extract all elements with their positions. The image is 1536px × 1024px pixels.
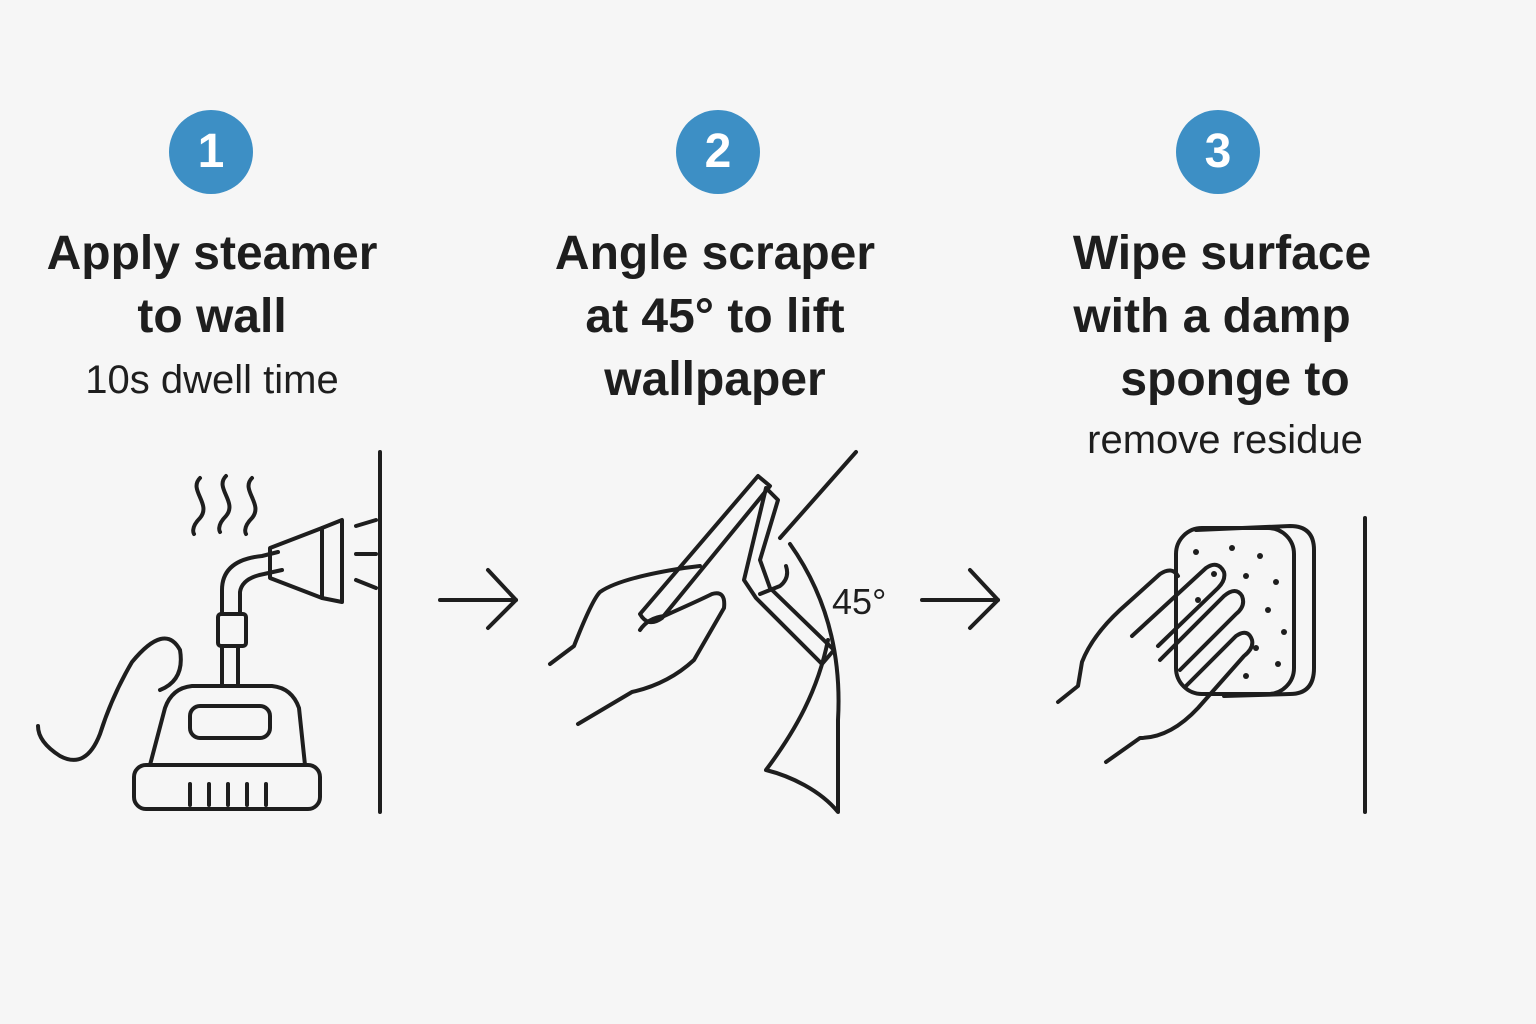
step-3-subtitle: remove residue (1087, 418, 1363, 462)
hose-clamp (216, 612, 248, 648)
steamer-nozzle (268, 526, 324, 600)
step-1-number-badge: 1 (169, 110, 253, 194)
step-3-title: Wipe surface with a damp sponge to (1022, 222, 1422, 411)
peeling-wallpaper (764, 542, 841, 814)
scraper-icon: 45° (548, 450, 886, 814)
step-1-number: 1 (197, 125, 225, 178)
step-1-title-line: Apply steamer (46, 227, 378, 280)
sponge-icon (1056, 516, 1367, 814)
step-3-title-line: with a damp (1073, 290, 1351, 343)
power-cord (36, 636, 183, 762)
step-2-number: 2 (704, 125, 732, 178)
steam-wave-icon (243, 476, 258, 536)
steamer-icon (36, 450, 382, 814)
step-1-title-line: to wall (137, 290, 287, 343)
hand-icon (1056, 568, 1180, 704)
sponge-front (1174, 526, 1296, 696)
wall-line (778, 450, 858, 540)
steamer-body (148, 684, 307, 767)
step-1-subtitle: 10s dwell time (85, 358, 339, 402)
hand-icon (548, 564, 702, 666)
sponge-pores (1193, 545, 1287, 679)
steamer-display (188, 704, 272, 740)
step-2-number-badge: 2 (676, 110, 760, 194)
steam-wave-icon (217, 474, 232, 534)
step-3-number-badge: 3 (1176, 110, 1260, 194)
steamer-base (132, 763, 322, 811)
arrow-right-icon (438, 568, 518, 630)
step-3-title-line: Wipe surface (1072, 227, 1372, 280)
step-2-title-line: Angle scraper (554, 227, 876, 280)
steam-wave-icon (191, 476, 206, 536)
arrow-right-icon (920, 568, 1000, 630)
scraper-blade (742, 486, 836, 666)
step-2-title-line: wallpaper (604, 353, 826, 406)
step-3-number: 3 (1204, 125, 1232, 178)
step-2-title: Angle scraper at 45° to lift wallpaper (515, 222, 915, 411)
step-1-title: Apply steamer to wall (12, 222, 412, 348)
step-3-title-line: sponge to (1120, 353, 1350, 406)
step-2-title-line: at 45° to lift (585, 290, 845, 343)
sponge-back (1194, 524, 1316, 698)
angle-label: 45° (832, 581, 886, 622)
